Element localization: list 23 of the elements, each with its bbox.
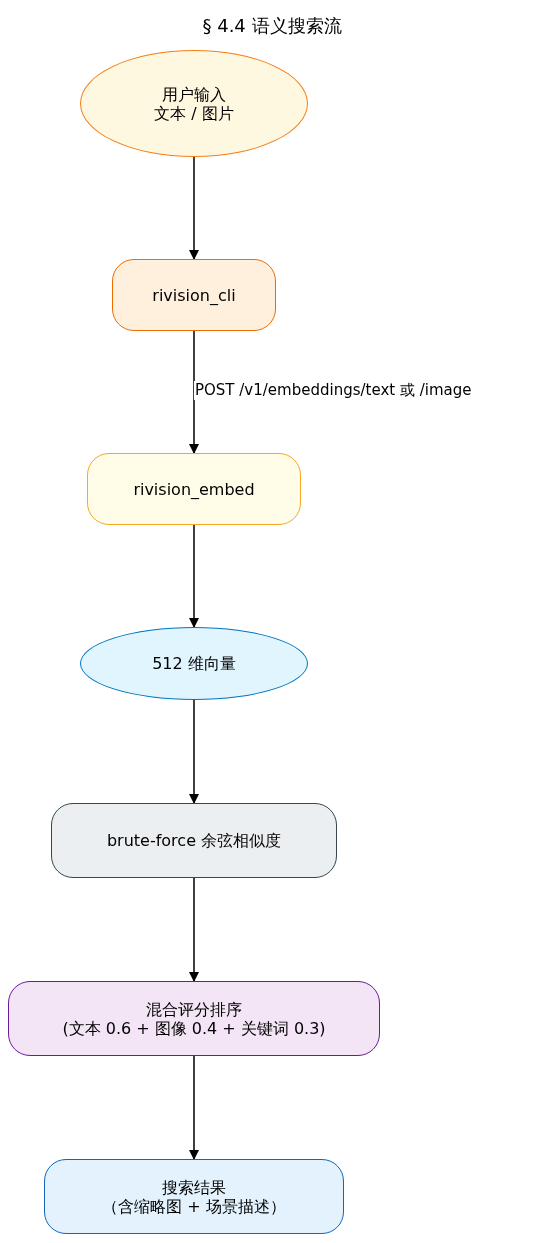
process-box	[8, 981, 380, 1056]
process-box	[44, 1159, 344, 1234]
node-text: 512 维向量	[152, 654, 236, 673]
arrow	[189, 877, 199, 982]
arrow	[189, 330, 199, 454]
edge-label: POST /v1/embeddings/text 或 /image	[194, 381, 473, 400]
process-box	[51, 803, 337, 878]
arrow	[189, 699, 199, 804]
node-text: 搜索结果	[162, 1177, 226, 1197]
node-text: rivision_cli	[152, 285, 236, 305]
node-text: 用户输入	[162, 84, 226, 104]
diagram-title: § 4.4 语义搜索流	[201, 14, 343, 38]
node-text: rivision_embed	[133, 479, 255, 499]
node-text: 混合评分排序	[146, 999, 242, 1019]
node-text: 文本 / 图片	[154, 103, 234, 123]
arrow	[189, 156, 199, 260]
node-text: brute-force 余弦相似度	[106, 831, 282, 850]
arrow	[189, 524, 199, 628]
node-text: （含缩略图 + 场景描述）	[102, 1196, 286, 1216]
node-text: (文本 0.6 + 图像 0.4 + 关键词 0.3)	[62, 1018, 326, 1038]
process-box	[87, 453, 301, 525]
arrow	[189, 1055, 199, 1160]
process-box	[112, 259, 276, 331]
